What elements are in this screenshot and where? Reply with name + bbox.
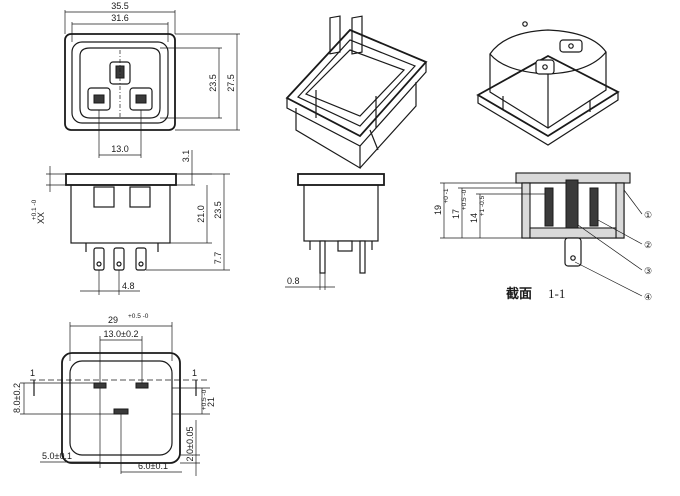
leader-line [574, 261, 643, 297]
dim-cutout-slot: 8.0±0.2 [12, 383, 22, 413]
dim-section-c: 14 [469, 213, 479, 223]
callout-1: ① [644, 210, 652, 220]
terminal-tab [535, 59, 555, 75]
section-wall [615, 182, 625, 239]
dim-flange: 3.1 [181, 150, 191, 163]
iso-body-left [295, 108, 361, 170]
iso-inner [304, 49, 406, 117]
dim-pin-span: 13.0 [111, 144, 129, 154]
leader-line [623, 189, 643, 215]
dim-height-outer: 27.5 [226, 74, 236, 92]
dim-cutout-height-tol: +0.5 -0 [201, 389, 208, 410]
leader-line [597, 219, 643, 245]
side-window [129, 186, 151, 208]
callout-2: ② [644, 240, 652, 250]
side-terminal [93, 247, 105, 271]
side2-terminal [359, 240, 366, 274]
cutout-slot-earth [113, 408, 129, 415]
dim-thickness: 0.8 [287, 276, 300, 286]
dim-cutout-span: 13.0±0.2 [104, 329, 139, 339]
front-view: 35.5 31.6 23.5 27.5 13.0 [64, 1, 240, 158]
dim-pitch: 4.8 [122, 281, 135, 291]
section-terminal-hole [570, 255, 576, 261]
side-window [93, 186, 115, 208]
section-contact-main [565, 179, 579, 229]
cutout-slot-left [93, 382, 107, 389]
dim-cutout-left: 5.0±0.1 [42, 451, 72, 461]
terminal-hole [568, 43, 574, 49]
leader-line [577, 224, 643, 271]
side2-terminal [319, 240, 326, 274]
section-contact [544, 187, 554, 227]
section-terminal [564, 237, 582, 267]
front-socket-outline [79, 47, 161, 119]
iso-pin [329, 15, 341, 55]
iso-back-top [489, 29, 607, 75]
section-caption-cn: 截面 [506, 286, 532, 301]
side-flange [65, 173, 177, 186]
front-flange [64, 33, 176, 131]
iso-flange-top [285, 28, 428, 138]
section-mark-right: 1 [192, 368, 197, 378]
dim-cutout-wall: 2.0±0.05 [185, 427, 195, 462]
side-view: 3.1 21.0 23.5 7.7 XX +0.1 -0 4.8 [31, 150, 230, 295]
front-face [71, 41, 169, 124]
iso-pin [351, 15, 363, 55]
dim-panel: XX [36, 212, 46, 224]
dim-cutout-right: 6.0±0.1 [138, 461, 168, 471]
terminal-hole [542, 64, 548, 70]
dim-width-inner: 31.6 [111, 13, 129, 23]
side-body [70, 184, 171, 244]
side2-flange [297, 173, 385, 186]
section-mark-left: 1 [30, 368, 35, 378]
iso-back-flange-edge [477, 92, 619, 146]
side2-terminal-base [337, 240, 353, 252]
side-terminal [113, 247, 125, 271]
callout-4: ④ [644, 292, 652, 302]
section-caption-num: 1-1 [548, 286, 565, 301]
dim-section-a: 19 [433, 205, 443, 215]
section-contact [589, 187, 599, 227]
section-base [529, 227, 617, 239]
iso-latch [369, 129, 379, 151]
pin-right-slot [135, 94, 147, 104]
callout-3: ③ [644, 266, 652, 276]
side2-body [303, 184, 379, 242]
terminal-hole [96, 261, 102, 267]
dim-pin: 7.7 [213, 252, 223, 265]
pin-left-slot [93, 94, 105, 104]
dim-section-b: 17 [451, 209, 461, 219]
side-view-2: 0.8 [285, 173, 385, 290]
dim-panel-tol: +0.1 -0 [31, 199, 38, 220]
dim-width-outer: 35.5 [111, 1, 129, 11]
terminal-hole [116, 261, 122, 267]
side-terminal [135, 247, 147, 271]
terminal-tab [559, 39, 583, 53]
dim-section-b-tol: +0.5 -0 [461, 189, 468, 210]
cutout-slot-right [135, 382, 149, 389]
dim-cutout-height: 21 [206, 397, 216, 407]
dim-height-inner: 23.5 [208, 74, 218, 92]
iso-opening [297, 39, 417, 127]
dim-cutout-width-tol: +0.5 -0 [128, 313, 149, 320]
dim-section-c-tol: +1 -0.5 [479, 195, 486, 216]
dim-cutout-width: 29 [108, 315, 118, 325]
section-view: 19 +0 -1 17 +0.5 -0 14 +1 -0.5 ① ② ③ ④ 截… [433, 172, 652, 302]
dim-body: 21.0 [196, 205, 206, 223]
section-wall [521, 182, 531, 239]
iso-front-view [285, 15, 428, 170]
cutout-view: 29 +0.5 -0 13.0±0.2 1 1 8.0±0.2 21 +0.5 … [12, 313, 216, 476]
iso-body-right [359, 82, 417, 169]
dim-total: 23.5 [213, 201, 223, 219]
iso-back-view [476, 21, 620, 146]
terminal-hole [138, 261, 144, 267]
dim-section-a-tol: +0 -1 [443, 188, 450, 203]
terminal-hole [522, 21, 528, 27]
